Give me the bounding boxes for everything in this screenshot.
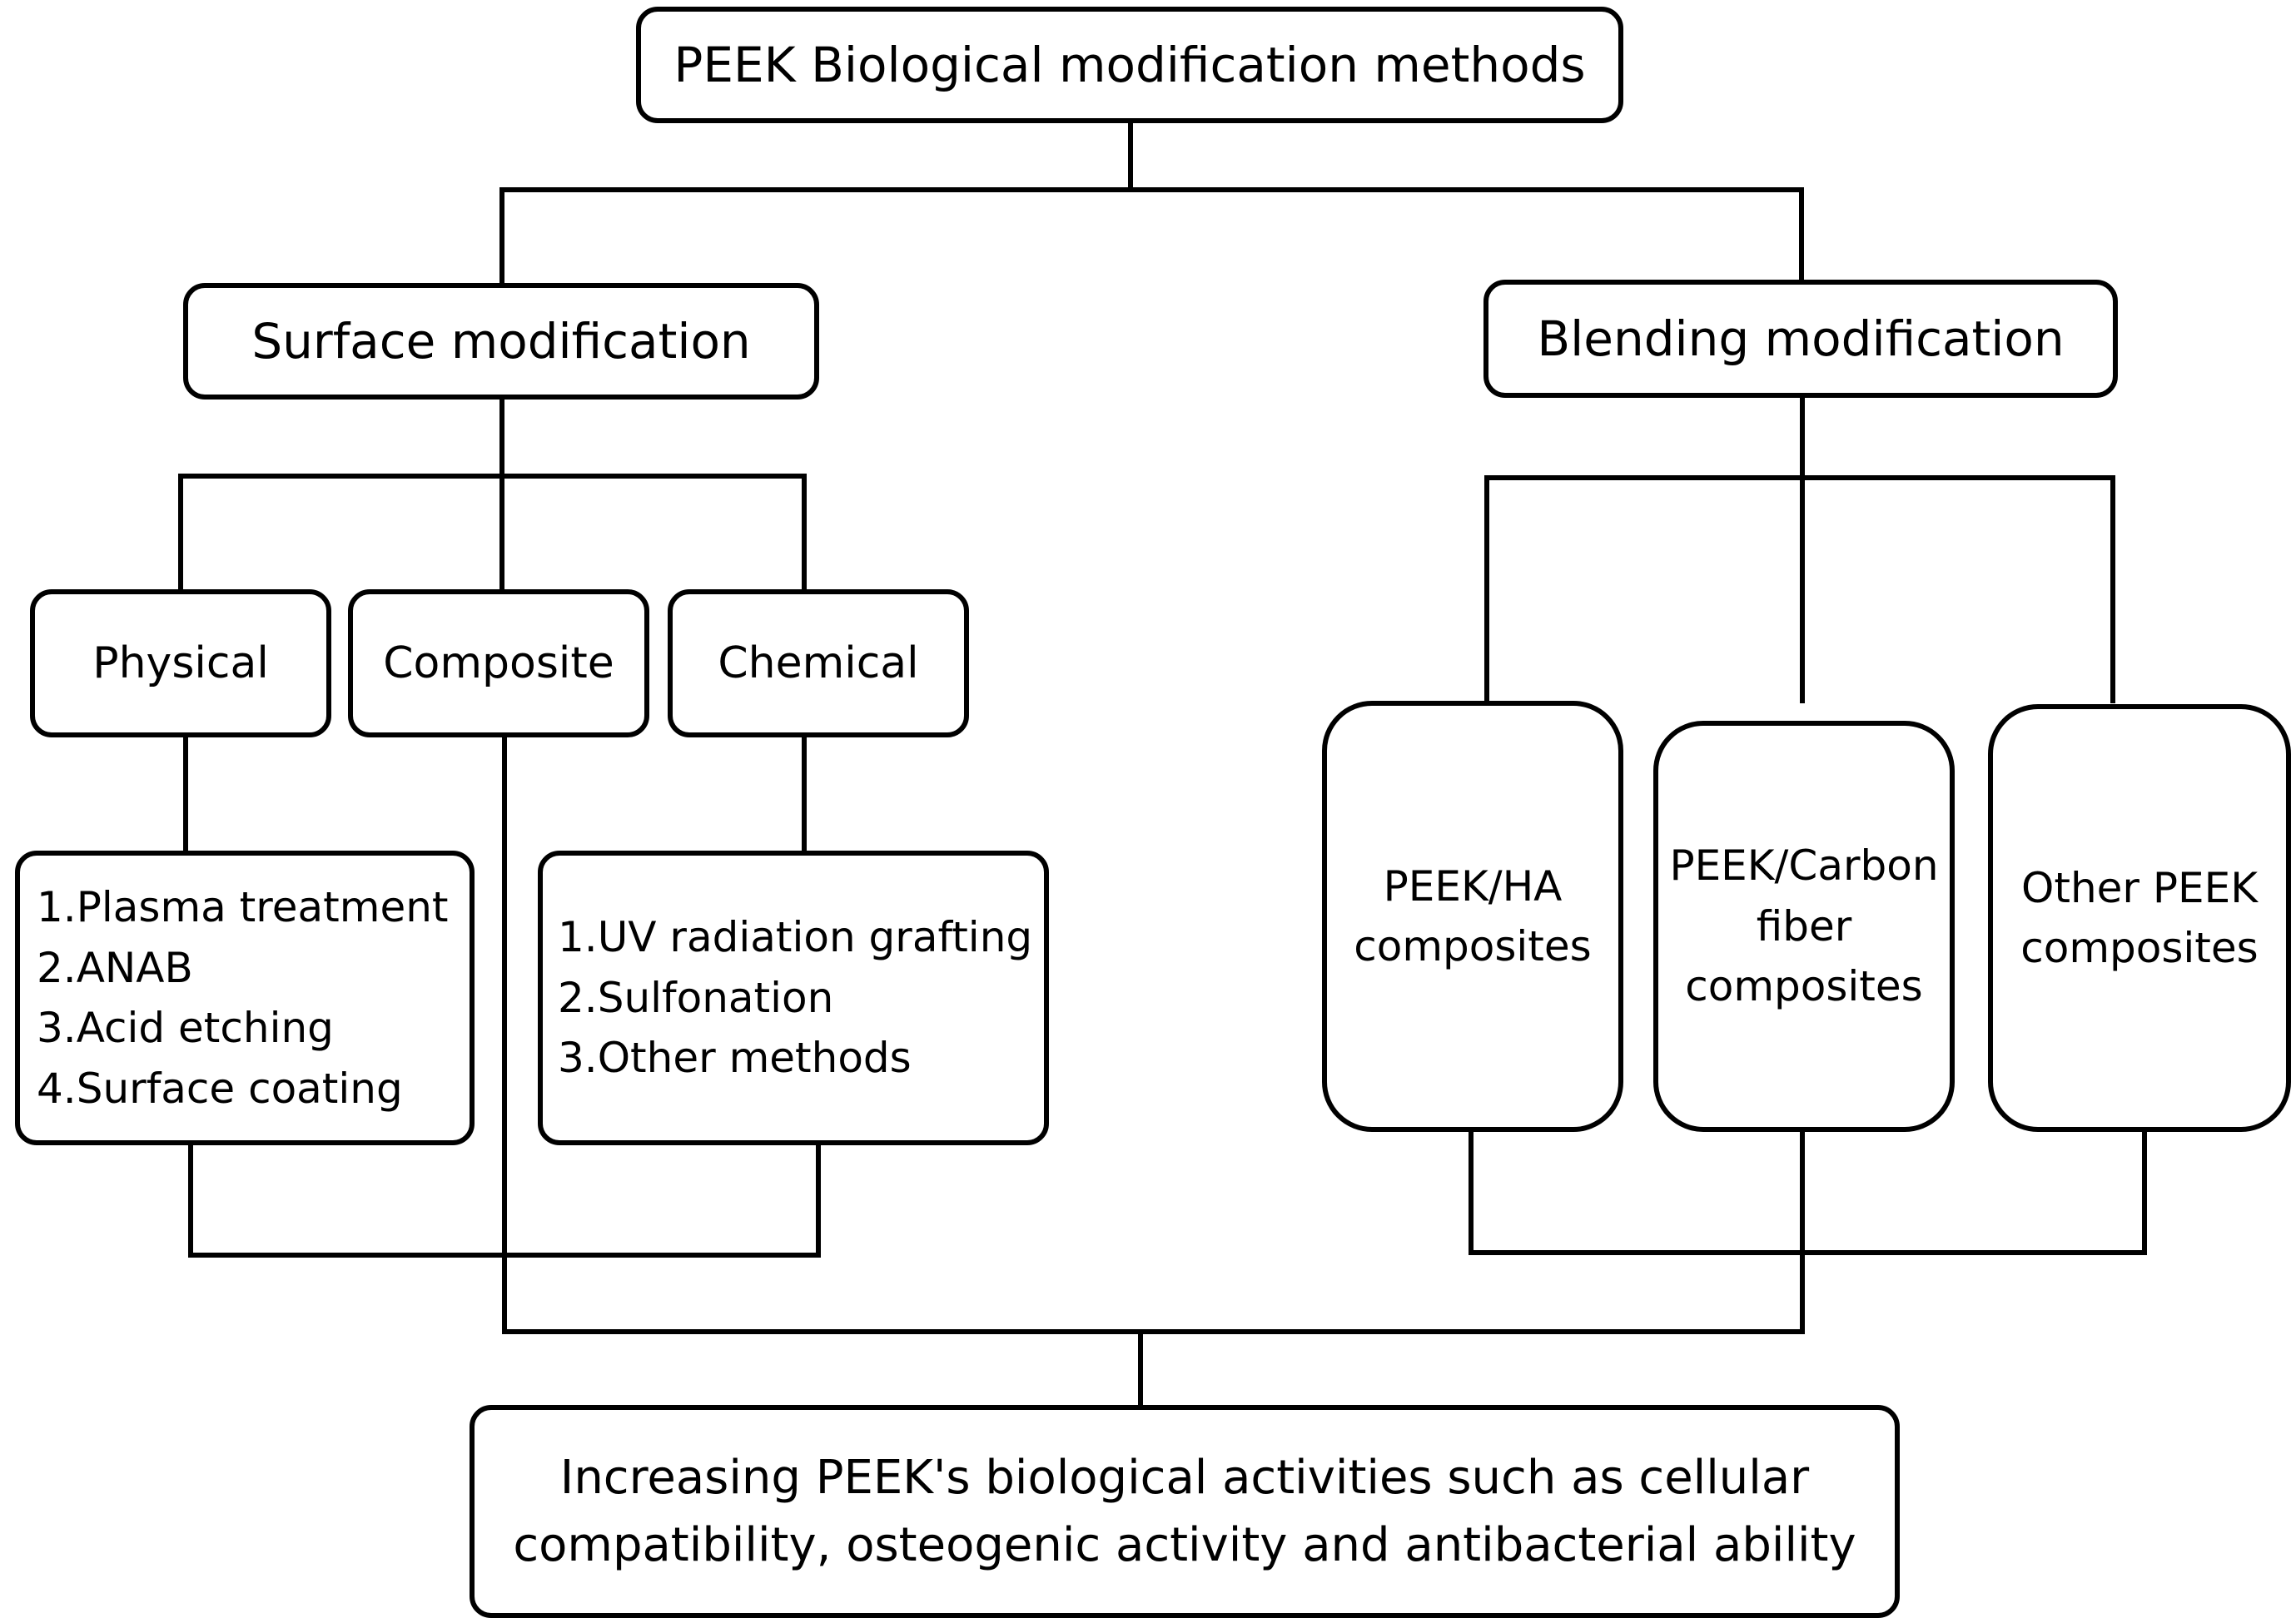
composite-node: Composite [348,589,649,737]
peek-ha-line: PEEK/HA [1383,861,1563,911]
chemical-label: Chemical [718,638,919,688]
blending-modification-label: Blending modification [1537,310,2065,367]
other-peek-line: Other PEEK [2021,863,2258,912]
outcome-line: compatibility, osteogenic activity and a… [513,1518,1856,1572]
physical-method-item: 3.Acid etching [37,1004,334,1052]
outcome-node: Increasing PEEK's biological activities … [470,1405,1900,1618]
physical-method-item: 1.Plasma treatment [37,883,449,931]
outcome-line: Increasing PEEK's biological activities … [559,1450,1810,1505]
other-peek-line: composites [2020,924,2259,972]
physical-methods-list: 1.Plasma treatment 2.ANAB 3.Acid etching… [15,851,475,1145]
chemical-method-item: 1.UV radiation grafting [558,913,1033,962]
chemical-methods-list: 1.UV radiation grafting 2.Sulfonation 3.… [538,851,1049,1145]
physical-label: Physical [92,638,269,688]
blending-modification-node: Blending modification [1483,280,2118,398]
other-peek-composites-node: Other PEEK composites [1988,704,2291,1132]
title-label: PEEK Biological modification methods [673,36,1586,93]
peek-carbon-line: fiber [1756,901,1852,950]
physical-method-item: 4.Surface coating [37,1064,403,1113]
title-node: PEEK Biological modification methods [636,7,1623,123]
physical-node: Physical [30,589,331,737]
peek-ha-composites-node: PEEK/HA composites [1322,701,1623,1132]
peek-ha-line: composites [1354,922,1592,970]
composite-label: Composite [383,638,614,688]
peek-carbon-fiber-composites-node: PEEK/Carbon fiber composites [1653,721,1955,1132]
chemical-method-item: 2.Sulfonation [558,973,834,1022]
peek-carbon-line: PEEK/Carbon [1669,841,1939,891]
chemical-node: Chemical [668,589,969,737]
surface-modification-node: Surface modification [183,283,819,400]
peek-carbon-line: composites [1685,962,1923,1011]
chemical-method-item: 3.Other methods [558,1034,912,1083]
physical-method-item: 2.ANAB [37,943,193,992]
surface-modification-label: Surface modification [251,312,751,370]
